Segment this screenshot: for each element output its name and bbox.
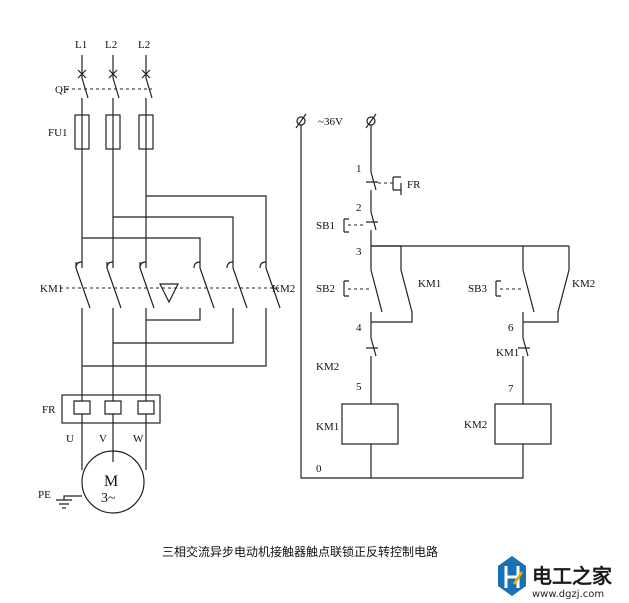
label-n2: 2 — [356, 202, 362, 214]
label-supply: ~36V — [318, 116, 343, 128]
label-n0: 0 — [316, 463, 322, 475]
label-n1: 1 — [356, 163, 362, 175]
label-KM1-main: KM1 — [40, 283, 63, 295]
label-L2a: L2 — [105, 39, 117, 51]
watermark: 电工之家 www.dgzj.com — [498, 556, 613, 600]
brand-name: 电工之家 — [532, 564, 613, 588]
label-n4: 4 — [356, 322, 362, 334]
label-KM2-coil: KM2 — [464, 419, 487, 431]
brand-url: www.dgzj.com — [532, 589, 604, 600]
label-KM1-interlock: KM1 — [496, 347, 519, 359]
power-circuit: L1 L2 L2 QF FU1 K — [38, 39, 295, 514]
km2-coil — [494, 403, 552, 445]
km1-coil — [341, 403, 399, 445]
label-SB3: SB3 — [468, 283, 487, 295]
label-QF: QF — [55, 84, 69, 96]
motor-M: M — [104, 473, 118, 490]
label-FR-main: FR — [42, 404, 56, 416]
label-W: W — [133, 433, 144, 445]
label-PE: PE — [38, 489, 51, 501]
label-n7: 7 — [508, 383, 514, 395]
brand-logo-icon — [498, 556, 526, 596]
label-L2b: L2 — [138, 39, 150, 51]
label-U: U — [66, 433, 74, 445]
label-SB1: SB1 — [316, 220, 335, 232]
control-circuit: ~36V 0 1 FR 2 SB1 3 SB2 KM1 4 — [295, 113, 595, 479]
label-KM1-aux-left: KM1 — [418, 278, 441, 290]
label-KM2-main: KM2 — [272, 283, 295, 295]
fr-thermal-relay — [61, 394, 161, 424]
label-n6: 6 — [508, 322, 514, 334]
label-V: V — [99, 433, 107, 445]
motor-phase: 3~ — [101, 491, 116, 506]
motor — [81, 450, 145, 514]
label-KM2-interlock: KM2 — [316, 361, 339, 373]
diagram-caption: 三相交流异步电动机接触器触点联锁正反转控制电路 — [162, 544, 438, 559]
label-FR-ctrl: FR — [407, 179, 421, 191]
label-n3: 3 — [356, 246, 362, 258]
label-KM2-aux-right: KM2 — [572, 278, 595, 290]
interlock-symbol — [159, 283, 179, 304]
label-FU1: FU1 — [48, 127, 68, 139]
label-KM1-coil: KM1 — [316, 421, 339, 433]
label-L1: L1 — [75, 39, 87, 51]
label-n5: 5 — [356, 381, 362, 393]
label-SB2: SB2 — [316, 283, 335, 295]
